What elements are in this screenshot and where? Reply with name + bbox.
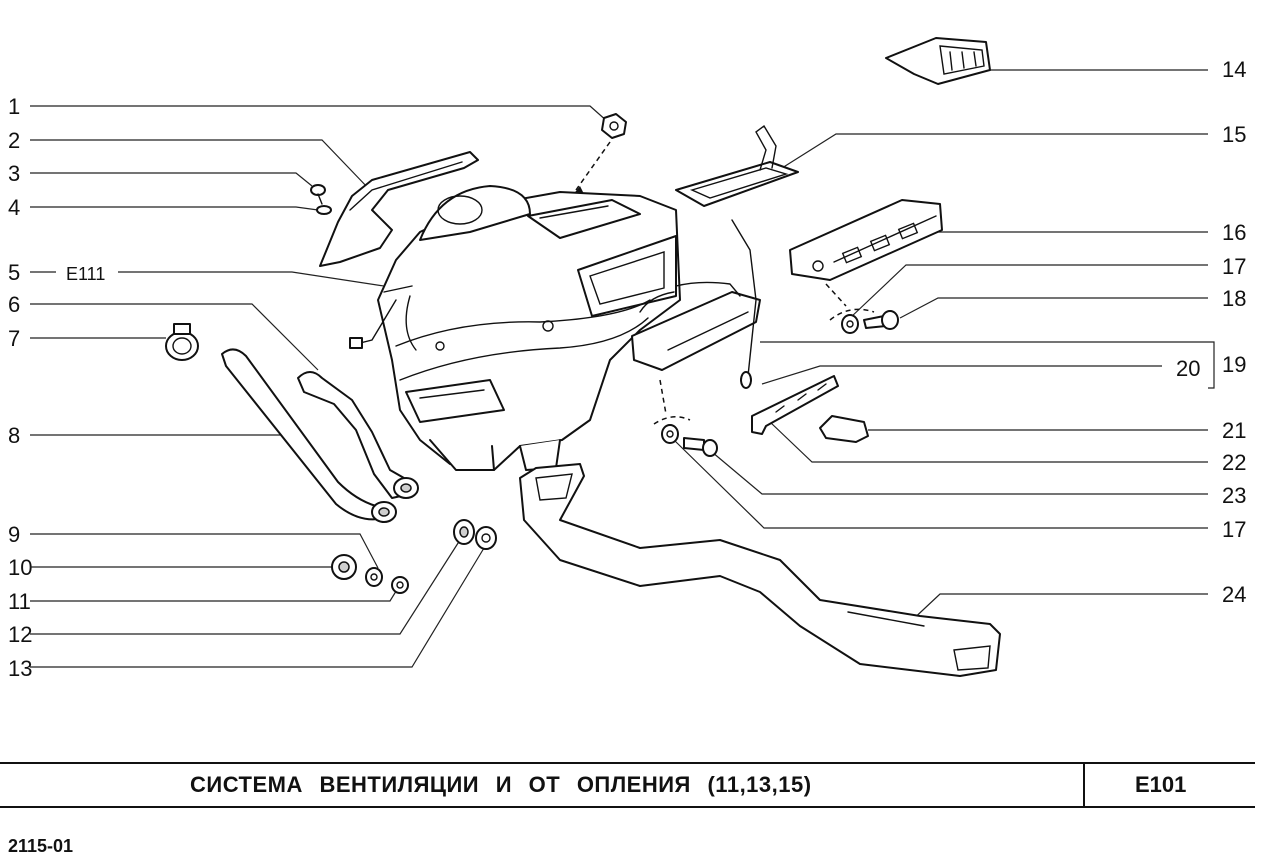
leader-17b [673, 439, 1208, 529]
title-block-divider [1083, 762, 1085, 808]
title-block-top-rule [0, 762, 1255, 764]
washer-part-4 [316, 205, 332, 215]
leader-5b [118, 271, 411, 291]
leader-2 [30, 139, 371, 191]
screw-part-23 [683, 437, 718, 457]
bracket-part-2 [319, 151, 479, 267]
callout-4: 4 [8, 195, 20, 220]
callout-23: 23 [1222, 483, 1246, 508]
leader-18 [899, 297, 1208, 319]
leader-6 [30, 303, 319, 371]
callout-5: 5 [8, 260, 20, 285]
washer-part-9 [365, 567, 383, 587]
left-callouts: 1 2 3 4 5 6 7 8 9 10 11 12 13 E111 [8, 94, 105, 681]
callout-11: 11 [8, 589, 31, 614]
screw-part-18 [863, 310, 899, 330]
callout-20: 20 [1176, 356, 1200, 381]
callout-18: 18 [1222, 286, 1246, 311]
callout-24: 24 [1222, 582, 1246, 607]
leader-1 [30, 105, 609, 123]
leader-lines [30, 69, 1215, 668]
callout-1: 1 [8, 94, 20, 119]
bushing-part-13 [475, 526, 497, 550]
leader-9 [30, 533, 379, 569]
washer-part-11 [391, 576, 409, 594]
right-callouts: 14 15 16 17 18 19 20 21 22 23 17 24 [1176, 57, 1246, 607]
clamp-part-7 [165, 323, 199, 361]
washer-part-17b [653, 379, 691, 444]
leader-24 [907, 593, 1208, 625]
hose-icon [221, 348, 419, 523]
callout-13: 13 [8, 656, 32, 681]
nut-part-1 [572, 113, 627, 196]
air-duct-icon [519, 463, 1001, 677]
callout-9: 9 [8, 522, 20, 547]
model-code: 2115-01 [8, 836, 74, 856]
callout-14: 14 [1222, 57, 1246, 82]
diagram-title: СИСТЕМА ВЕНТИЛЯЦИИ И ОТ ОПЛЕНИЯ (11,13,1… [190, 772, 812, 797]
callout-17a: 17 [1222, 254, 1246, 279]
title-block: СИСТЕМА ВЕНТИЛЯЦИИ И ОТ ОПЛЕНИЯ (11,13,1… [0, 762, 1265, 810]
strip-part-22 [751, 375, 839, 435]
callout-15: 15 [1222, 122, 1246, 147]
callout-7: 7 [8, 326, 20, 351]
callout-22: 22 [1222, 450, 1246, 475]
callout-16: 16 [1222, 220, 1246, 245]
leader-17a [849, 264, 1208, 319]
callout-2: 2 [8, 128, 20, 153]
screw-part-3 [310, 184, 326, 205]
callout-6: 6 [8, 292, 20, 317]
title-block-bottom-rule [0, 806, 1255, 808]
callout-3: 3 [8, 161, 20, 186]
leader-3 [30, 172, 313, 187]
callout-10: 10 [8, 555, 32, 580]
callout-21: 21 [1222, 418, 1246, 443]
grommet-part-10 [331, 554, 357, 580]
connector-label-e111: E111 [66, 264, 105, 284]
leader-23 [711, 451, 1208, 495]
heater-housing-icon [349, 185, 681, 471]
leader-20 [761, 365, 1162, 385]
bushing-part-12 [453, 519, 475, 545]
callout-19: 19 [1222, 352, 1246, 377]
leader-22 [769, 421, 1208, 463]
exploded-parts-diagram: 1 2 3 4 5 6 7 8 9 10 11 12 13 E111 14 15… [8, 37, 1246, 681]
knob-part-21 [819, 415, 869, 443]
control-panel-icon [789, 199, 943, 307]
control-mechanism-part-19 [631, 219, 761, 389]
leader-12 [30, 539, 461, 635]
callout-17b: 17 [1222, 517, 1246, 542]
vent-nozzle-part-14 [885, 37, 991, 85]
callout-8: 8 [8, 423, 20, 448]
diagram-code: E101 [1135, 772, 1187, 797]
leader-15 [781, 133, 1208, 169]
leader-11 [30, 587, 399, 602]
leader-19-bracket [1208, 341, 1215, 389]
washer-part-17a [829, 308, 875, 334]
leader-4 [30, 206, 319, 211]
callout-12: 12 [8, 622, 32, 647]
leader-13 [30, 547, 485, 668]
lever-part-15 [675, 124, 799, 207]
